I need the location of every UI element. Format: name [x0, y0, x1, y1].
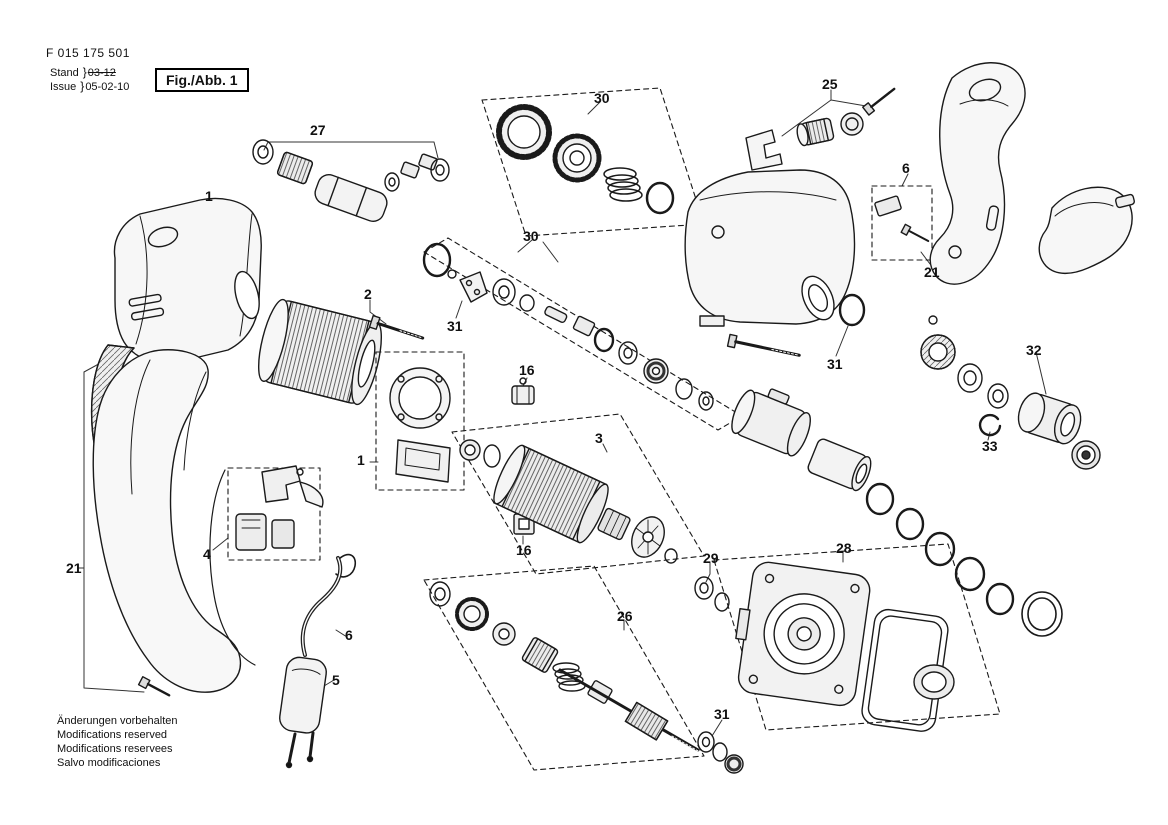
switch-group-4: [227, 465, 324, 561]
stand-label: Stand: [50, 67, 79, 79]
callout-16-upper: 16: [519, 362, 535, 378]
callout-6-cord: 6: [345, 627, 353, 643]
document-number: F 015 175 501: [46, 46, 130, 60]
issue-label: Issue: [50, 81, 77, 93]
footer-notes: Änderungen vorbehalten Modifications res…: [57, 714, 177, 770]
clutch-group-30-top: [481, 87, 705, 237]
handle-shell-right-inner: [1038, 186, 1136, 275]
callout-1-housing: 1: [205, 188, 213, 204]
callout-31-bracket: 31: [447, 318, 463, 334]
note-line-es: Salvo modificaciones: [57, 757, 161, 769]
figure-label: Fig./Abb. 1: [155, 68, 249, 92]
shaft-parts-series-30: [422, 237, 743, 431]
field-stator-2: [257, 298, 425, 406]
handle-housing-left-21: [90, 344, 256, 697]
gear-train-26: [423, 565, 744, 774]
callout-26: 26: [617, 608, 633, 624]
brush-cap-group-25: [745, 87, 896, 171]
callout-33: 33: [982, 438, 998, 454]
brace-glyph: }: [82, 65, 87, 79]
handle-screw: [137, 676, 171, 697]
spindle-assembly: [731, 388, 872, 492]
note-line-de: Änderungen vorbehalten: [57, 715, 178, 727]
clutch-spring: [603, 167, 643, 202]
bearing-cap-32: [1017, 392, 1082, 445]
callout-32: 32: [1026, 342, 1042, 358]
issue-value: 05-02-10: [85, 81, 130, 93]
callout-31-right: 31: [827, 356, 843, 372]
callout-21-shell: 21: [924, 264, 940, 280]
armature-fan: [631, 516, 665, 558]
power-cord-5-6: [279, 553, 357, 769]
stand-value: 03-12: [87, 67, 116, 79]
callout-5: 5: [332, 672, 340, 688]
callout-27: 27: [310, 122, 326, 138]
revision-issue-row: Issue}05-02-10: [50, 80, 129, 94]
bearing-bracket-1: [375, 351, 465, 491]
callout-4: 4: [203, 546, 211, 562]
clip-16-upper: [511, 377, 535, 405]
callout-30-mid: 30: [523, 228, 539, 244]
callout-2: 2: [364, 286, 372, 302]
revision-stand-row: Stand}03-12: [50, 66, 129, 80]
callout-30-top: 30: [594, 90, 610, 106]
seal-ring-series: [865, 482, 1063, 637]
callout-1-bracket: 1: [357, 452, 365, 468]
callout-25: 25: [822, 76, 838, 92]
plate-screw-box-6: [871, 185, 933, 261]
callout-31-bottom: 31: [714, 706, 730, 722]
brace-glyph: }: [80, 79, 85, 93]
callout-29: 29: [703, 550, 719, 566]
housing-screw: [726, 333, 801, 357]
output-bearing-parts: [920, 315, 1101, 470]
callout-28: 28: [836, 540, 852, 556]
revision-block: Stand}03-12 Issue}05-02-10: [50, 66, 129, 94]
note-line-fr: Modifications reservees: [57, 743, 173, 755]
handle-shell-right-outer: [929, 62, 1026, 285]
leader-lines: [77, 89, 1047, 737]
gear-flange-28: [694, 543, 1001, 732]
note-line-en: Modifications reserved: [57, 729, 168, 741]
armature-3: [451, 413, 705, 575]
callout-6-plate: 6: [902, 160, 910, 176]
motor-housing-left: [113, 197, 262, 365]
brush-holder-parts-27: [252, 139, 450, 223]
callout-21-handle: 21: [66, 560, 82, 576]
callout-3: 3: [595, 430, 603, 446]
motor-housing-right: [684, 169, 866, 357]
callout-16-lower: 16: [516, 542, 532, 558]
field-screw: [368, 314, 425, 340]
